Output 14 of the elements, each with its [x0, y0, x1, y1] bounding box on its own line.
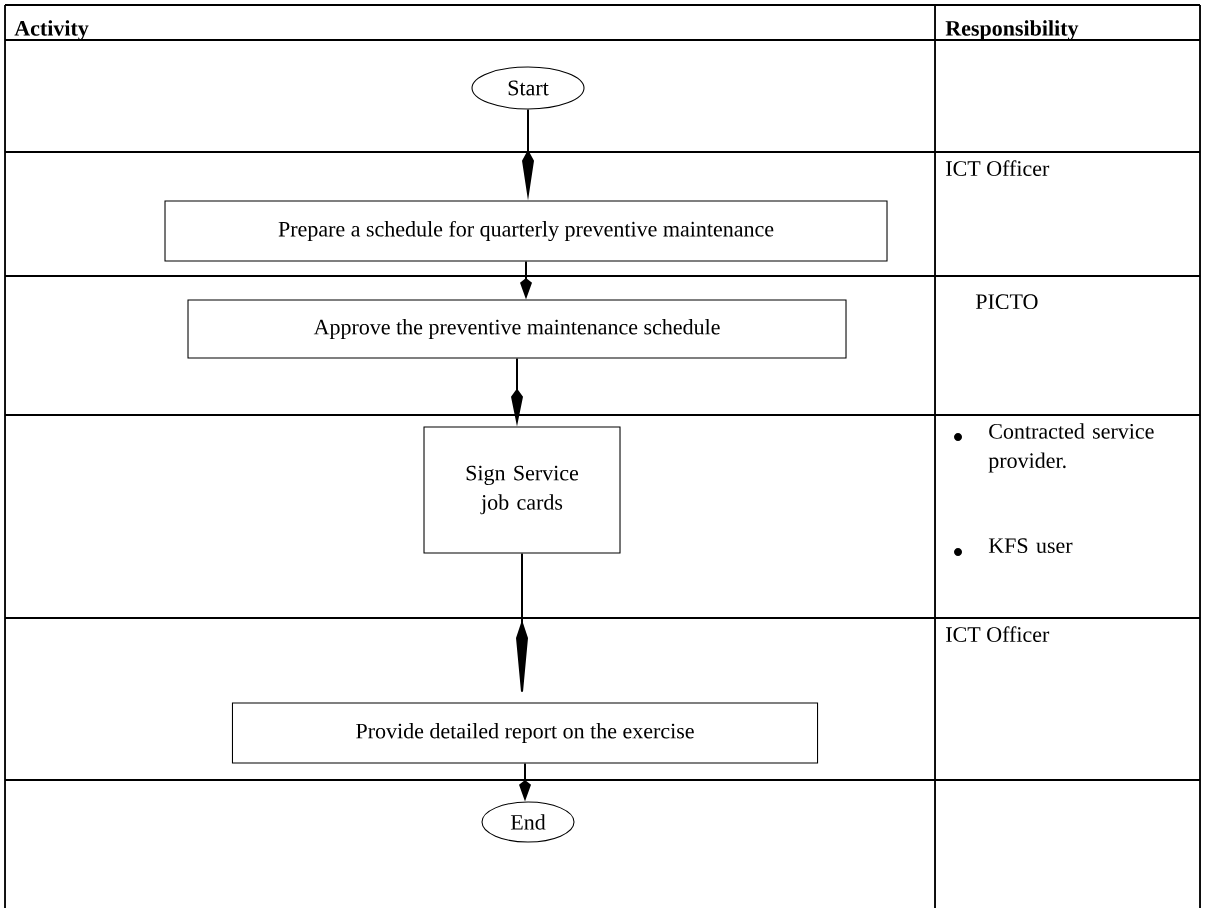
- terminal-oval: Start: [471, 66, 585, 110]
- responsibility-text: ICT Officer: [946, 160, 1050, 176]
- process-box: Provide detailed report on the exercise: [231, 702, 819, 764]
- responsibility-text: PICTO: [975, 294, 1038, 310]
- column-header: Activity: [14, 20, 89, 41]
- process-box: Approve the preventive maintenance schedule: [187, 299, 847, 359]
- column-header: Responsibility: [945, 20, 1079, 41]
- process-box: Prepare a schedule for quarterly preventive maintenance: [164, 200, 888, 262]
- list-item: KFS user: [988, 538, 1073, 554]
- process-box: Sign Service job cards: [423, 426, 621, 554]
- arrow: [516, 552, 528, 693]
- list-item: Contracted service provider.: [988, 423, 1154, 473]
- terminal-oval: End: [481, 801, 575, 843]
- responsibility-text: ICT Officer: [946, 626, 1050, 642]
